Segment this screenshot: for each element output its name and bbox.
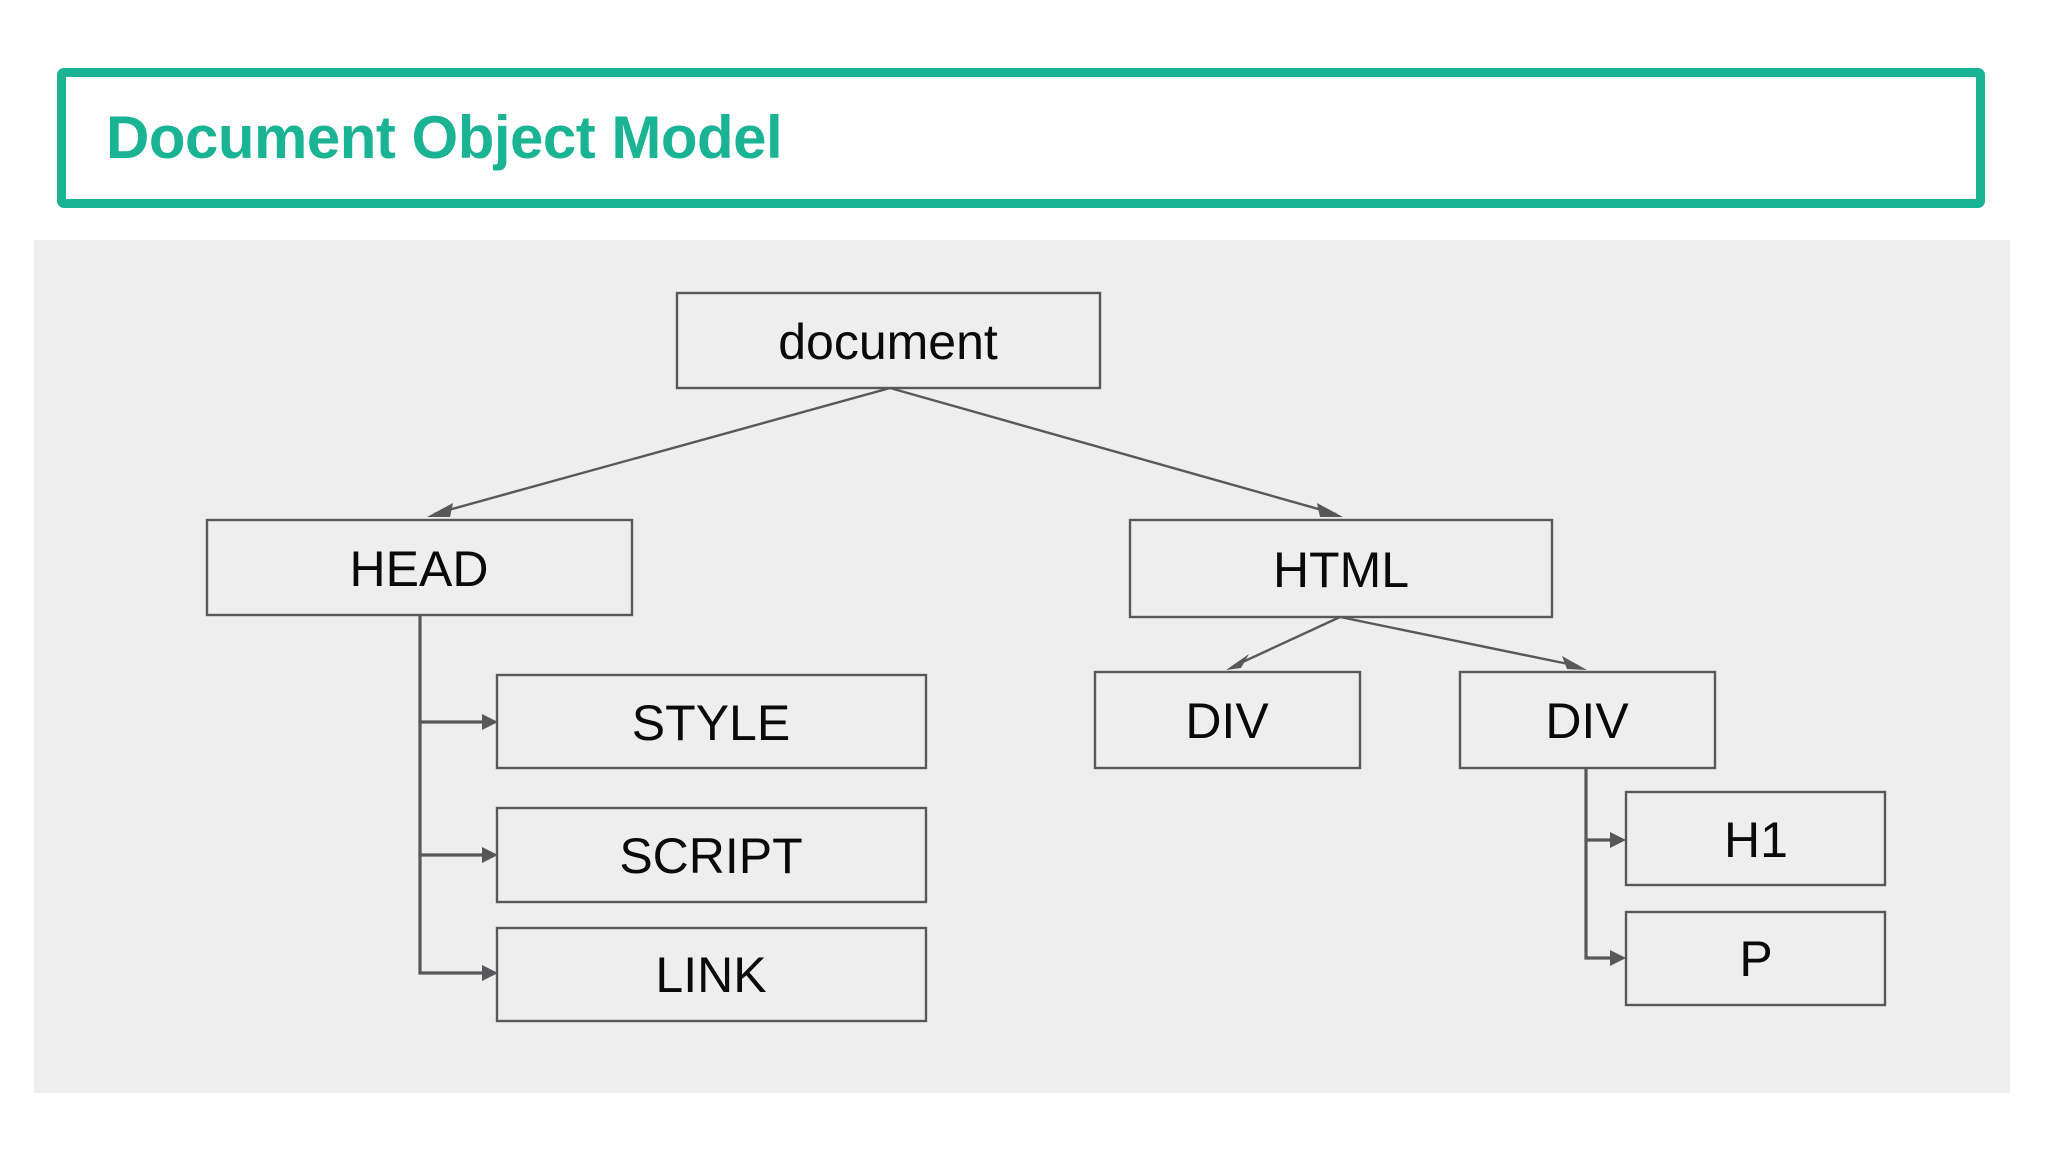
node-html[interactable]: HTML [1128, 518, 1554, 619]
edge-head-to-style [418, 615, 498, 730]
edge-head-to-link [418, 855, 498, 981]
node-style[interactable]: STYLE [495, 673, 928, 770]
node-html-label: HTML [1273, 542, 1409, 598]
node-head[interactable]: HEAD [205, 518, 634, 617]
edge-document-to-head [427, 386, 891, 517]
node-div-left[interactable]: DIV [1093, 670, 1362, 770]
node-p[interactable]: P [1624, 910, 1887, 1007]
edge-html-to-div-left [1226, 615, 1341, 670]
node-document[interactable]: document [675, 291, 1102, 390]
node-link-label: LINK [655, 947, 766, 1003]
edge-html-to-div-right [1339, 615, 1587, 670]
edge-document-to-html [889, 386, 1343, 517]
node-document-label: document [778, 314, 998, 370]
edge-head-to-script [418, 722, 498, 863]
node-script[interactable]: SCRIPT [495, 806, 928, 904]
node-head-label: HEAD [350, 541, 489, 597]
node-h1[interactable]: H1 [1624, 790, 1887, 887]
node-div-left-label: DIV [1185, 693, 1269, 749]
node-div-right-label: DIV [1545, 693, 1629, 749]
node-link[interactable]: LINK [495, 926, 928, 1023]
dom-tree-diagram-panel: document HEAD HTML STYLE SCRIPT LINK [34, 240, 2010, 1093]
dom-tree-svg: document HEAD HTML STYLE SCRIPT LINK [205, 291, 1887, 1023]
node-div-right[interactable]: DIV [1458, 670, 1717, 770]
page-title: Document Object Model [106, 104, 783, 171]
edge-div-to-h1 [1584, 768, 1626, 848]
title-bar: Document Object Model [57, 68, 1985, 208]
node-p-label: P [1739, 931, 1772, 987]
node-h1-label: H1 [1724, 812, 1788, 868]
node-script-label: SCRIPT [619, 828, 802, 884]
node-style-label: STYLE [632, 695, 790, 751]
edge-div-to-p [1584, 840, 1626, 966]
